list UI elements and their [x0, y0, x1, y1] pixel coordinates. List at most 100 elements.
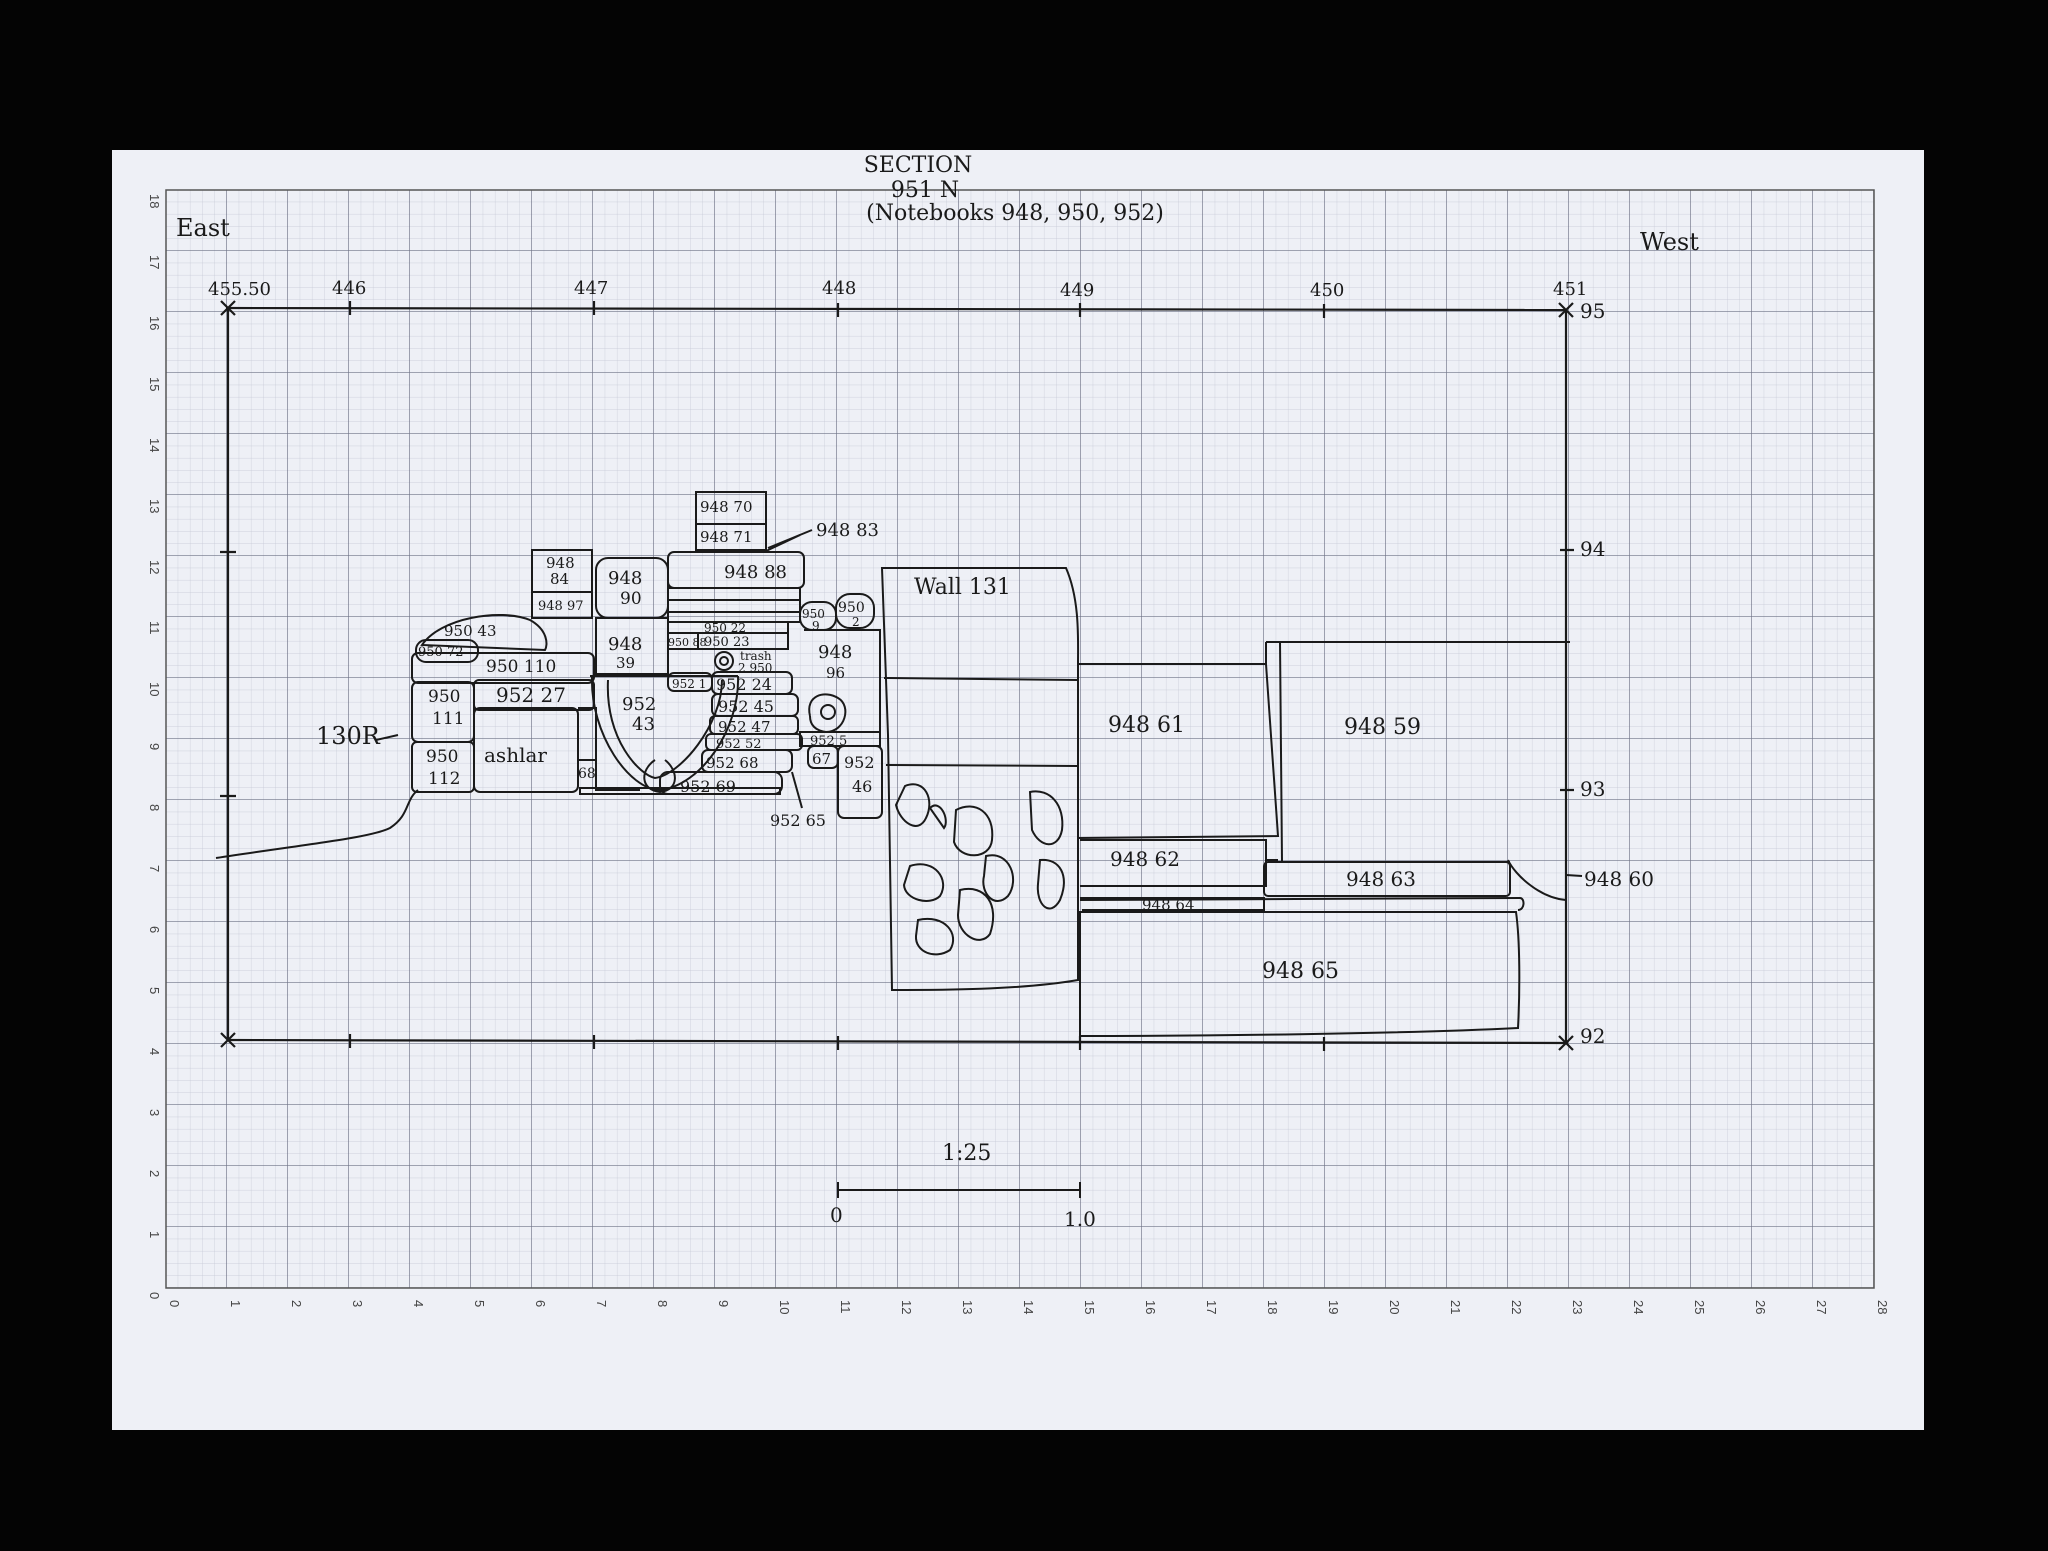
label-948-71: 948 71 — [700, 528, 753, 546]
label-948-96b: 96 — [826, 664, 845, 682]
title-line-2: 951 N — [891, 178, 959, 203]
left-axis-tick: 2 — [147, 1170, 162, 1177]
bottom-axis-tick: 24 — [1631, 1300, 1646, 1314]
datum-frame — [220, 300, 1574, 1051]
stone-952-5 — [799, 731, 881, 747]
label-950-9b: 9 — [812, 619, 820, 633]
left-axis-tick: 6 — [147, 926, 162, 933]
stone-948-71 — [695, 523, 767, 551]
section-drawing — [215, 491, 1583, 1198]
left-axis-tick: 7 — [147, 865, 162, 872]
section-title: SECTION 951 N (Notebooks 948, 950, 952) — [864, 153, 1164, 226]
label-948-39a: 948 — [608, 634, 642, 655]
grid-label-450: 450 — [1310, 280, 1344, 301]
label-952-5: 952 5 — [810, 734, 847, 749]
label-948-63: 948 63 — [1346, 867, 1416, 891]
bottom-axis-tick: 8 — [655, 1300, 670, 1307]
elevation-95: 95 — [1580, 299, 1605, 323]
label-948-88: 948 88 — [724, 562, 787, 583]
bottom-axis-tick: 23 — [1570, 1300, 1585, 1314]
elevation-92: 92 — [1580, 1024, 1605, 1048]
left-axis-tick: 15 — [147, 377, 162, 391]
bottom-axis-tick: 9 — [716, 1300, 731, 1307]
bottom-axis-tick: 4 — [411, 1300, 426, 1307]
elevation-labels: 95 94 93 92 — [1580, 299, 1605, 1048]
bottom-axis-tick: 10 — [777, 1300, 792, 1314]
label-950-9a: 950 — [802, 607, 825, 621]
top-grid-labels: 455.50 446 447 448 449 450 451 — [208, 278, 1587, 301]
elevation-93: 93 — [1580, 777, 1605, 801]
bottom-axis-tick: 15 — [1082, 1300, 1097, 1314]
label-948-61: 948 61 — [1108, 713, 1185, 738]
label-952-24: 952 24 — [716, 675, 772, 694]
bottom-axis-tick: 2 — [289, 1300, 304, 1307]
label-948-62: 948 62 — [1110, 847, 1180, 871]
left-axis-tick: 11 — [147, 621, 162, 635]
label-952-46a: 952 — [844, 753, 875, 772]
stone-952-69 — [659, 771, 783, 795]
scale-bar — [837, 1182, 1081, 1198]
bottom-axis-tick: 22 — [1509, 1300, 1524, 1314]
elevation-94: 94 — [1580, 537, 1605, 561]
label-948-59: 948 59 — [1344, 715, 1421, 740]
grid-label-446: 446 — [332, 278, 366, 299]
label-948-39b: 39 — [616, 654, 635, 672]
stone-952-46 — [837, 745, 883, 819]
label-948-84b: 84 — [550, 570, 569, 588]
grid-label-448: 448 — [822, 278, 856, 299]
bottom-axis-tick: 7 — [594, 1300, 609, 1307]
label-948-97: 948 97 — [538, 599, 584, 614]
layer-948-65 — [1079, 911, 1521, 1038]
label-948-65: 948 65 — [1262, 959, 1339, 984]
label-948-90a: 948 — [608, 568, 642, 589]
left-axis-tick: 13 — [147, 499, 162, 513]
label-67: 67 — [812, 750, 831, 768]
bottom-axis-tick: 11 — [838, 1300, 853, 1314]
left-axis-tick: 16 — [147, 316, 162, 330]
stone-950-23 — [697, 632, 789, 650]
trash-ring — [714, 651, 734, 671]
left-axis-tick: 0 — [147, 1292, 162, 1299]
east-label: East — [176, 214, 230, 242]
label-950-2b: 2 — [852, 615, 860, 629]
scale-start: 0 — [830, 1203, 843, 1227]
label-952-65: 952 65 — [770, 811, 826, 830]
layer-948-63 — [1263, 861, 1511, 897]
unit-labels: 950 43 950 72 950 110 950 111 952 27 950… — [316, 498, 1654, 984]
bottom-axis-tick: 12 — [899, 1300, 914, 1314]
label-952-46b: 46 — [852, 777, 872, 796]
label-wall-131: Wall 131 — [914, 575, 1011, 600]
left-axis-tick: 1 — [147, 1231, 162, 1238]
bottom-axis-tick: 18 — [1265, 1300, 1280, 1314]
label-948-64: 948 64 — [1142, 896, 1195, 914]
label-952-69: 952 69 — [680, 777, 736, 796]
label-950-110: 950 110 — [486, 657, 556, 677]
left-axis-tick: 12 — [147, 560, 162, 574]
bottom-axis-tick: 17 — [1204, 1300, 1219, 1314]
bottom-axis-tick: 25 — [1692, 1300, 1707, 1314]
wall-131 — [880, 567, 1080, 992]
grid-label-449: 449 — [1060, 280, 1094, 301]
label-ashlar: ashlar — [484, 743, 547, 767]
bottom-axis-tick: 20 — [1387, 1300, 1402, 1314]
left-axis-tick: 17 — [147, 255, 162, 269]
bottom-axis-tick: 6 — [533, 1300, 548, 1307]
grid-label-451: 451 — [1553, 279, 1587, 300]
bottom-axis-tick: 28 — [1875, 1300, 1890, 1314]
scale-ratio: 1:25 — [942, 1141, 991, 1166]
left-axis-tick: 18 — [147, 194, 162, 208]
label-950-112a: 950 — [426, 747, 458, 767]
bottom-axis-tick: 26 — [1753, 1300, 1768, 1314]
left-axis-tick: 4 — [147, 1048, 162, 1055]
label-950-2a: 950 — [838, 600, 865, 616]
label-948-84a: 948 — [546, 554, 575, 572]
scale-end: 1.0 — [1064, 1207, 1096, 1231]
label-950-23: 950 23 — [704, 635, 750, 650]
label-trash-a: trash — [740, 649, 772, 663]
grid-area-major — [166, 190, 1874, 1288]
label-950-43: 950 43 — [444, 622, 497, 640]
bottom-axis-tick: 21 — [1448, 1300, 1463, 1314]
label-952-1: 952 1 — [672, 677, 706, 691]
